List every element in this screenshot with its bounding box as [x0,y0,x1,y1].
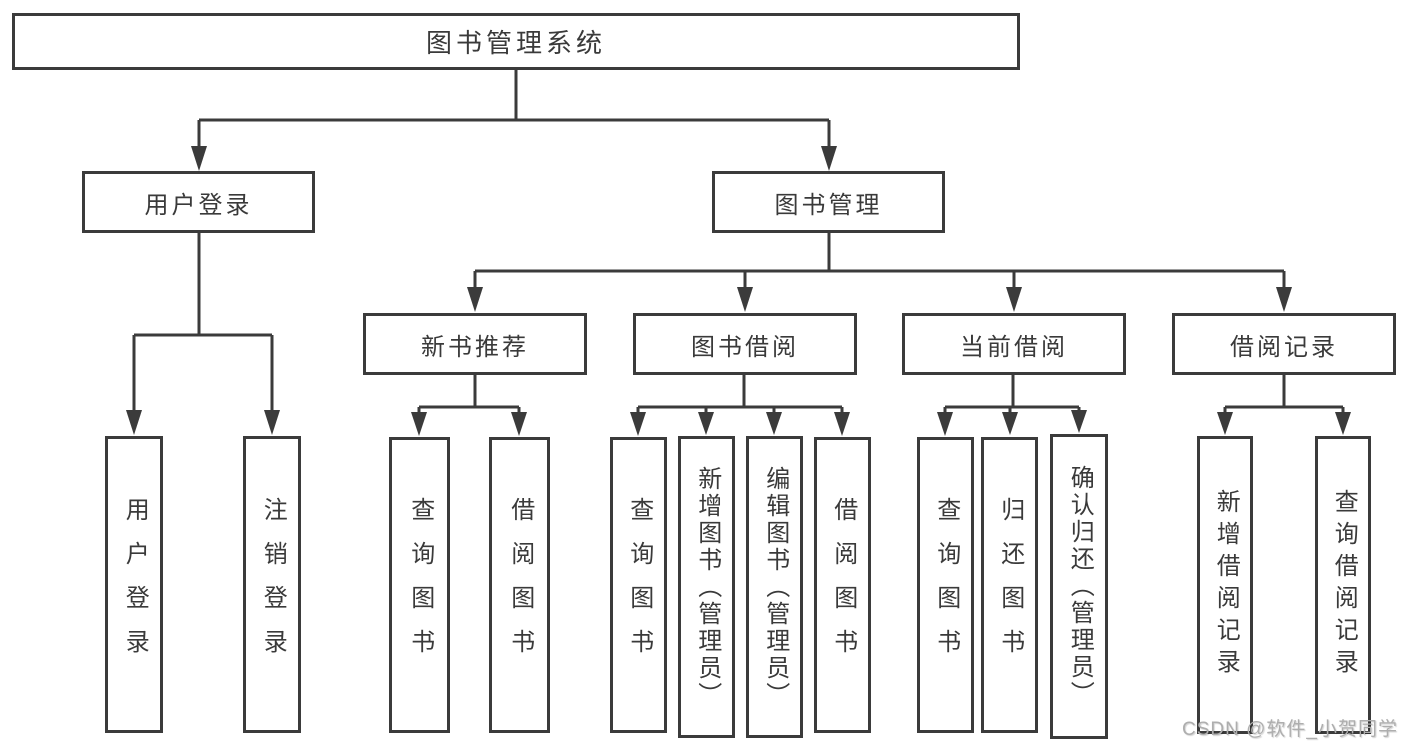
leaf-confirm-return-admin-label: 确认归还（管理员） [1066,465,1094,708]
node-current-borrow: 当前借阅 [902,313,1126,375]
leaf-user-login: 用户登录 [105,436,163,733]
node-user-login-label: 用户登录 [144,191,253,219]
leaf-query-borrow-record-label: 查询借阅记录 [1330,489,1358,681]
leaf-edit-books-admin: 编辑图书（管理员） [746,436,803,738]
node-borrow-records: 借阅记录 [1172,313,1396,375]
csdn-watermark: CSDN @软件_小贺同学 [1182,719,1398,740]
leaf-borrow-books-recommend-label: 借阅图书 [506,497,534,673]
node-book-borrow: 图书借阅 [633,313,857,375]
leaf-query-books-current-label: 查询图书 [932,497,960,673]
leaf-borrow-books-recommend: 借阅图书 [489,437,550,733]
leaf-query-books-current: 查询图书 [917,437,974,733]
arrowheads [126,146,1351,436]
leaf-borrow-books: 借阅图书 [814,437,871,733]
node-book-management: 图书管理 [712,171,945,233]
leaf-query-books-recommend: 查询图书 [389,437,450,733]
leaf-query-books-borrow: 查询图书 [610,437,667,733]
leaf-query-books-borrow-label: 查询图书 [625,497,653,673]
node-current-borrow-label: 当前借阅 [960,333,1068,361]
node-borrow-records-label: 借阅记录 [1230,333,1338,361]
leaf-borrow-books-label: 借阅图书 [829,497,857,673]
node-new-book-recommend: 新书推荐 [363,313,587,375]
leaf-add-books-admin: 新增图书（管理员） [678,436,735,738]
leaf-edit-books-admin-label: 编辑图书（管理员） [761,465,789,709]
node-book-management-label: 图书管理 [774,191,883,219]
node-new-book-recommend-label: 新书推荐 [421,333,529,361]
leaf-logout-label: 注销登录 [259,496,287,673]
node-user-login: 用户登录 [82,171,315,233]
leaf-query-books-recommend-label: 查询图书 [406,497,434,673]
leaf-return-books-label: 归还图书 [996,497,1024,673]
node-root-label: 图书管理系统 [425,28,606,58]
node-root-library-management-system: 图书管理系统 [12,13,1020,70]
leaf-add-borrow-record-label: 新增借阅记录 [1212,489,1240,681]
leaf-user-login-label: 用户登录 [121,496,149,673]
leaf-logout: 注销登录 [243,436,301,733]
leaf-return-books: 归还图书 [981,437,1038,733]
leaf-confirm-return-admin: 确认归还（管理员） [1050,434,1108,739]
leaf-add-books-admin-label: 新增图书（管理员） [693,465,721,709]
node-book-borrow-label: 图书借阅 [691,333,799,361]
leaf-query-borrow-record: 查询借阅记录 [1315,436,1371,734]
leaf-add-borrow-record: 新增借阅记录 [1197,436,1253,734]
